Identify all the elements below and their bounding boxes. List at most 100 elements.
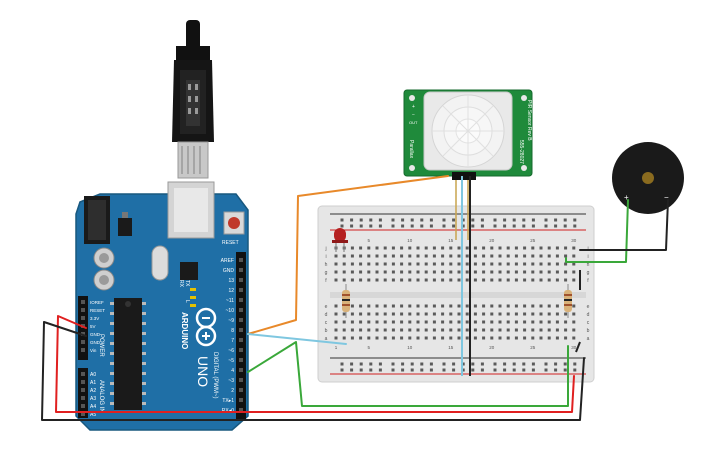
breadboard-hole[interactable] bbox=[522, 368, 526, 372]
breadboard-hole[interactable] bbox=[457, 328, 461, 332]
breadboard-hole[interactable] bbox=[523, 304, 527, 308]
breadboard-hole[interactable] bbox=[452, 362, 456, 366]
breadboard-hole[interactable] bbox=[522, 362, 526, 366]
breadboard-hole[interactable] bbox=[457, 320, 461, 324]
breadboard-hole[interactable] bbox=[465, 312, 469, 316]
breadboard-hole[interactable] bbox=[572, 312, 576, 316]
breadboard-hole[interactable] bbox=[449, 336, 453, 340]
breadboard-hole[interactable] bbox=[555, 336, 559, 340]
breadboard-hole[interactable] bbox=[400, 262, 404, 266]
breadboard-hole[interactable] bbox=[359, 270, 363, 274]
breadboard-hole[interactable] bbox=[457, 254, 461, 258]
breadboard-hole[interactable] bbox=[503, 224, 507, 228]
breadboard-hole[interactable] bbox=[465, 270, 469, 274]
breadboard-hole[interactable] bbox=[401, 362, 405, 366]
breadboard-hole[interactable] bbox=[432, 328, 436, 332]
breadboard-hole[interactable] bbox=[429, 224, 433, 228]
breadboard-hole[interactable] bbox=[408, 254, 412, 258]
breadboard-hole[interactable] bbox=[359, 262, 363, 266]
breadboard-hole[interactable] bbox=[482, 312, 486, 316]
breadboard-hole[interactable] bbox=[442, 368, 446, 372]
breadboard-hole[interactable] bbox=[563, 362, 567, 366]
breadboard-hole[interactable] bbox=[416, 320, 420, 324]
breadboard-hole[interactable] bbox=[490, 312, 494, 316]
breadboard-hole[interactable] bbox=[482, 328, 486, 332]
breadboard-hole[interactable] bbox=[498, 320, 502, 324]
breadboard-hole[interactable] bbox=[482, 246, 486, 250]
breadboard-hole[interactable] bbox=[547, 336, 551, 340]
breadboard-hole[interactable] bbox=[359, 312, 363, 316]
breadboard-hole[interactable] bbox=[547, 270, 551, 274]
breadboard-hole[interactable] bbox=[441, 246, 445, 250]
breadboard-hole[interactable] bbox=[493, 362, 497, 366]
breadboard-hole[interactable] bbox=[400, 328, 404, 332]
breadboard-hole[interactable] bbox=[416, 304, 420, 308]
breadboard-hole[interactable] bbox=[480, 224, 484, 228]
breadboard-hole[interactable] bbox=[340, 224, 344, 228]
breadboard-hole[interactable] bbox=[531, 304, 535, 308]
breadboard-hole[interactable] bbox=[461, 362, 465, 366]
breadboard-hole[interactable] bbox=[465, 278, 469, 282]
breadboard-hole[interactable] bbox=[503, 218, 507, 222]
breadboard-hole[interactable] bbox=[441, 270, 445, 274]
breadboard-hole[interactable] bbox=[564, 270, 568, 274]
breadboard-hole[interactable] bbox=[544, 224, 548, 228]
breadboard-hole[interactable] bbox=[400, 336, 404, 340]
breadboard-hole[interactable] bbox=[424, 312, 428, 316]
breadboard-hole[interactable] bbox=[539, 304, 543, 308]
breadboard-hole[interactable] bbox=[400, 278, 404, 282]
breadboard-hole[interactable] bbox=[503, 362, 507, 366]
breadboard-hole[interactable] bbox=[547, 312, 551, 316]
breadboard-hole[interactable] bbox=[555, 328, 559, 332]
breadboard-hole[interactable] bbox=[531, 246, 535, 250]
breadboard-hole[interactable] bbox=[359, 368, 363, 372]
breadboard-hole[interactable] bbox=[375, 246, 379, 250]
breadboard-hole[interactable] bbox=[490, 262, 494, 266]
breadboard-hole[interactable] bbox=[564, 336, 568, 340]
breadboard-hole[interactable] bbox=[473, 246, 477, 250]
pir-sensor[interactable]: Parallax PIR Sensor Rev B 555-28027 + − … bbox=[403, 89, 533, 180]
breadboard-hole[interactable] bbox=[408, 246, 412, 250]
breadboard-hole[interactable] bbox=[441, 278, 445, 282]
breadboard-hole[interactable] bbox=[555, 320, 559, 324]
breadboard-hole[interactable] bbox=[432, 336, 436, 340]
breadboard-hole[interactable] bbox=[375, 336, 379, 340]
breadboard-hole[interactable] bbox=[465, 320, 469, 324]
breadboard-hole[interactable] bbox=[506, 246, 510, 250]
breadboard-hole[interactable] bbox=[416, 336, 420, 340]
breadboard-hole[interactable] bbox=[350, 270, 354, 274]
breadboard-hole[interactable] bbox=[432, 262, 436, 266]
breadboard-hole[interactable] bbox=[514, 312, 518, 316]
breadboard-hole[interactable] bbox=[350, 336, 354, 340]
breadboard-hole[interactable] bbox=[547, 304, 551, 308]
wire-light-blue[interactable] bbox=[247, 333, 347, 345]
breadboard-hole[interactable] bbox=[564, 320, 568, 324]
breadboard-hole[interactable] bbox=[572, 278, 576, 282]
breadboard-hole[interactable] bbox=[465, 262, 469, 266]
breadboard-hole[interactable] bbox=[573, 368, 577, 372]
breadboard-hole[interactable] bbox=[391, 362, 395, 366]
breadboard-hole[interactable] bbox=[514, 278, 518, 282]
breadboard-hole[interactable] bbox=[473, 254, 477, 258]
breadboard-hole[interactable] bbox=[498, 254, 502, 258]
breadboard-hole[interactable] bbox=[547, 246, 551, 250]
breadboard[interactable]: 115510101515202025253030jjiihhggffeeddcc… bbox=[317, 205, 595, 383]
breadboard-hole[interactable] bbox=[410, 224, 414, 228]
breadboard-hole[interactable] bbox=[473, 262, 477, 266]
breadboard-hole[interactable] bbox=[359, 278, 363, 282]
breadboard-hole[interactable] bbox=[350, 368, 354, 372]
breadboard-hole[interactable] bbox=[391, 336, 395, 340]
breadboard-hole[interactable] bbox=[441, 328, 445, 332]
breadboard-hole[interactable] bbox=[473, 336, 477, 340]
breadboard-hole[interactable] bbox=[367, 262, 371, 266]
breadboard-hole[interactable] bbox=[531, 328, 535, 332]
breadboard-hole[interactable] bbox=[539, 320, 543, 324]
breadboard-hole[interactable] bbox=[442, 224, 446, 228]
breadboard-hole[interactable] bbox=[506, 320, 510, 324]
breadboard-hole[interactable] bbox=[473, 312, 477, 316]
breadboard-hole[interactable] bbox=[555, 278, 559, 282]
breadboard-hole[interactable] bbox=[342, 254, 346, 258]
breadboard-hole[interactable] bbox=[342, 270, 346, 274]
breadboard-hole[interactable] bbox=[564, 312, 568, 316]
breadboard-hole[interactable] bbox=[457, 336, 461, 340]
